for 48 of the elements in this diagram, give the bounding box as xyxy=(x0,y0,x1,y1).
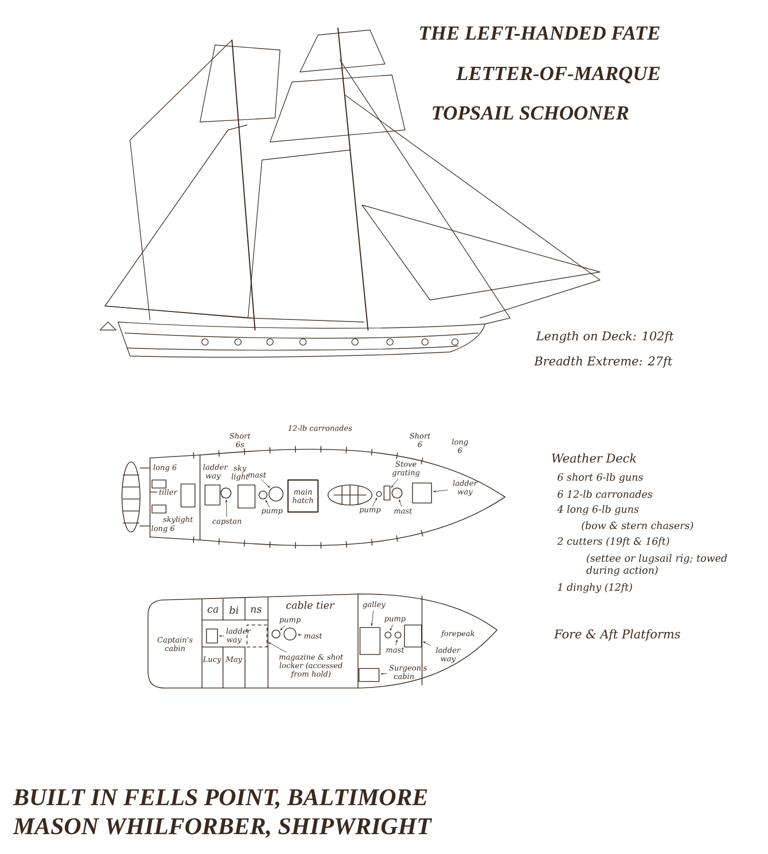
leader-arrow xyxy=(280,625,286,630)
leader-arrow xyxy=(423,641,431,646)
title: THE LEFT-HANDED FATE xyxy=(420,26,660,40)
footer-text: BUILT IN FELLS POINT, BALTIMORE xyxy=(12,789,428,809)
capstan-circle xyxy=(220,488,232,498)
grating-box xyxy=(384,486,390,500)
list-item: (settee or lugsail rig; towed during action) xyxy=(586,554,727,576)
leader-arrow xyxy=(266,500,270,508)
leader-arrow xyxy=(390,624,393,631)
footer-text: MASON WHILFORBER, SHIPWRIGHT xyxy=(12,818,432,838)
cell-label: ca xyxy=(208,607,218,613)
leader-arrow xyxy=(391,478,398,488)
dimension-text: Breadth Extreme: 27ft xyxy=(534,356,672,368)
list-item: 6 12-lb carronades xyxy=(558,490,652,498)
pump-circle xyxy=(258,490,268,500)
leader-arrow xyxy=(371,610,374,626)
cell-label: bi xyxy=(230,606,238,614)
galley-box xyxy=(360,627,380,655)
list-item: 4 long 6-lb guns xyxy=(557,505,639,515)
leader-arrow xyxy=(261,479,270,488)
subtitle: LETTER-OF-MARQUE xyxy=(456,66,660,84)
ladderway-box xyxy=(412,482,432,504)
heading: Weather Deck xyxy=(552,453,636,463)
dimension-text: Length on Deck: 102ft xyxy=(536,331,674,343)
leader-arrow xyxy=(396,640,398,646)
mast-circle xyxy=(392,488,402,498)
leader-arrow xyxy=(372,498,378,506)
leader-arrow xyxy=(298,634,302,636)
subtitle: TOPSAIL SCHOONER xyxy=(432,106,628,120)
list-item: 2 cutters (19ft & 16ft) xyxy=(557,537,670,547)
pump-circle xyxy=(272,630,280,638)
leader-arrow xyxy=(268,642,286,652)
cabin-box xyxy=(358,668,380,682)
list-item: 6 short 6-lb guns xyxy=(558,473,643,483)
leader-arrow xyxy=(380,673,388,675)
mast-circle xyxy=(268,486,284,502)
mast-circle xyxy=(284,628,296,640)
ladderway-box xyxy=(404,624,422,648)
leader-arrow xyxy=(225,500,228,517)
heading: Fore & Aft Platforms xyxy=(554,629,680,641)
cell-label: cable tier xyxy=(286,601,335,609)
list-item: (bow & stern chasers) xyxy=(582,521,694,531)
list-item: 1 dinghy (12ft) xyxy=(558,583,632,593)
leader-arrow xyxy=(398,500,402,506)
ladderway-box xyxy=(206,628,218,644)
leader-arrow xyxy=(219,635,224,637)
leader-arrow xyxy=(433,490,448,492)
cell-label: ns xyxy=(250,607,262,613)
